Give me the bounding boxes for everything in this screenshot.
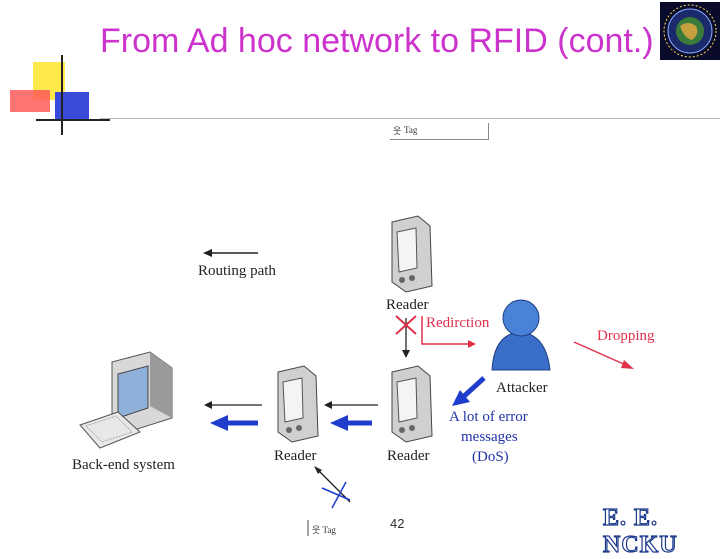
deco-red-square — [10, 90, 50, 112]
tag-to-reader-path — [317, 469, 351, 503]
dropping-label: Dropping — [597, 328, 655, 344]
globe-logo — [660, 2, 720, 60]
reader-right-device — [391, 365, 433, 443]
error-messages-line1: A lot of error — [449, 409, 528, 425]
tag-person-icon-bottom: 웃 — [312, 525, 323, 535]
tag-legend-bottom-label: Tag — [322, 525, 336, 535]
dropping-arrowhead — [621, 360, 634, 369]
reader-right-label: Reader — [387, 448, 430, 464]
tag-blocked-x-icon — [321, 487, 351, 501]
tag-blocked-x-icon-2 — [331, 481, 347, 509]
attacker-icon — [491, 299, 551, 371]
tag-legend-top-label: Tag — [404, 125, 418, 135]
reader-mid-label: Reader — [274, 448, 317, 464]
routing-path-label: Routing path — [198, 263, 276, 279]
ee-ncku-logo: E. E. NCKU — [602, 504, 678, 558]
error-messages-line3: (DoS) — [472, 449, 509, 465]
dos-arrow — [460, 376, 486, 400]
reader-top-device — [391, 215, 433, 293]
redirection-arrow — [421, 316, 470, 345]
dropping-arrow — [573, 341, 629, 367]
tag-legend-top: 웃 Tag — [390, 123, 489, 140]
redirection-arrowhead — [468, 340, 476, 348]
corner-decoration — [10, 55, 110, 135]
routing-path-arrowhead — [203, 249, 212, 257]
dos-arrowhead — [452, 390, 470, 406]
title-underline — [100, 118, 720, 119]
backend-system-label: Back-end system — [72, 457, 175, 473]
rfid-diagram — [79, 215, 634, 536]
redirection-label: Redirction — [426, 315, 490, 331]
slide-title: From Ad hoc network to RFID (cont.) — [100, 22, 654, 60]
backend-computer-icon — [79, 351, 173, 449]
top-to-right-arrowhead — [402, 350, 410, 358]
reader-top-label: Reader — [386, 297, 429, 313]
blocked-x-icon-2 — [395, 315, 417, 335]
reader-mid-device — [277, 365, 319, 443]
deco-blue-square — [55, 92, 89, 120]
tag-person-icon: 웃 — [393, 126, 402, 136]
attacker-label: Attacker — [496, 380, 548, 396]
error-messages-line2: messages — [461, 429, 518, 445]
tag-legend-bottom: 웃 Tag — [312, 520, 336, 538]
page-number: 42 — [390, 516, 405, 531]
